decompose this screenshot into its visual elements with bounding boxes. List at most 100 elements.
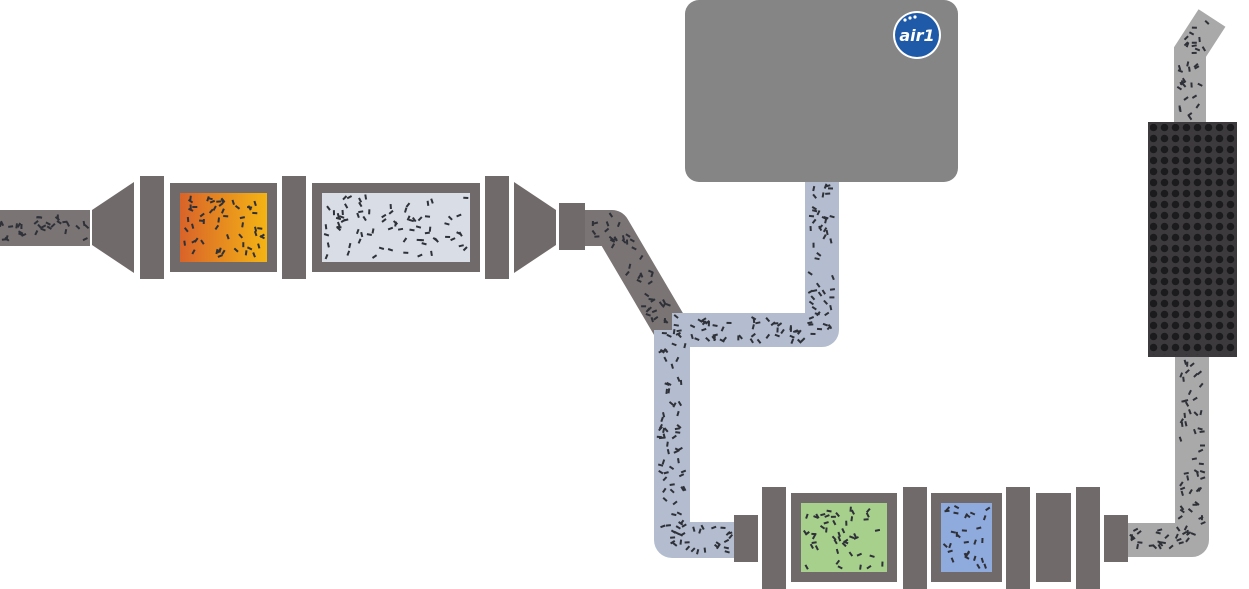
particle-mark (694, 337, 700, 342)
particle-mark (672, 500, 678, 506)
particle-mark (765, 333, 771, 339)
particle-mark (1194, 47, 1201, 52)
particle-mark (45, 221, 51, 226)
particle-mark (669, 488, 675, 494)
particle-mark (346, 250, 351, 256)
particle-mark (1183, 525, 1188, 531)
particle-mark (430, 250, 433, 257)
particle-mark (1190, 532, 1196, 536)
particle-mark (666, 333, 672, 338)
particle-mark (814, 545, 819, 551)
particle-mark (257, 243, 261, 249)
scr-outlet-collar (1104, 515, 1128, 562)
particle-mark (1184, 401, 1190, 407)
particle-mark (679, 519, 685, 525)
particle-mark (616, 221, 621, 228)
particle-mark (1148, 544, 1154, 547)
particle-mark (658, 349, 664, 354)
particle-mark (723, 538, 730, 543)
particle-mark (752, 317, 756, 324)
particle-mark (722, 336, 727, 342)
particle-mark (985, 506, 991, 512)
particle-mark (358, 201, 363, 208)
particle-mark (811, 206, 818, 211)
particle-mark (650, 317, 654, 323)
air1-logo: air1 (893, 11, 941, 59)
downstream-aftertreatment (734, 487, 1128, 589)
particle-mark (397, 227, 404, 231)
particle-mark (821, 289, 826, 295)
particle-mark (1192, 396, 1198, 402)
particle-mark (8, 225, 14, 228)
particle-mark (841, 527, 846, 534)
particle-mark (680, 469, 687, 474)
particle-mark (1194, 501, 1200, 506)
particle-mark (458, 244, 464, 248)
particle-mark (658, 301, 664, 307)
particle-mark (776, 322, 783, 327)
particle-mark (1157, 540, 1163, 544)
particle-mark (814, 257, 820, 261)
flange (1076, 487, 1100, 589)
particle-mark (677, 458, 680, 464)
particle-mark (1183, 412, 1186, 418)
particle-mark (815, 282, 821, 288)
particle-mark (837, 565, 843, 570)
particle-mark (1193, 428, 1197, 435)
particle-mark (701, 327, 707, 332)
particle-mark (1137, 541, 1143, 544)
particle-mark (849, 535, 855, 540)
flange (903, 487, 927, 589)
particle-mark (856, 552, 862, 557)
particle-mark (608, 212, 614, 218)
particle-mark (963, 540, 969, 544)
particle-mark (408, 218, 415, 223)
particle-mark (191, 249, 196, 255)
particle-mark (800, 337, 806, 343)
particle-mark (456, 213, 462, 218)
particle-mark (637, 273, 642, 280)
particle-mark (1164, 534, 1170, 540)
particle-mark (823, 299, 829, 305)
particle-mark (84, 224, 90, 230)
particle-mark (670, 539, 676, 545)
particle-mark (252, 252, 256, 258)
particle-mark (1183, 35, 1189, 41)
particle-mark (1188, 409, 1192, 415)
particle-mark (712, 333, 718, 337)
particle-mark (1193, 63, 1199, 68)
particle-mark (1184, 369, 1190, 374)
particle-mark (424, 231, 430, 235)
particle-mark (698, 528, 702, 534)
particle-mark (1193, 372, 1199, 378)
junction-to-scr-pipe (654, 330, 735, 558)
particle-mark (811, 209, 818, 213)
particle-mark (672, 402, 677, 408)
particle-mark (808, 214, 815, 218)
muffler-group (1148, 122, 1237, 357)
particle-mark (841, 542, 847, 548)
particle-mark (1193, 469, 1200, 474)
particle-mark (671, 434, 677, 440)
particle-mark (662, 487, 667, 493)
particle-mark (233, 247, 239, 253)
particle-mark (183, 240, 186, 246)
particle-mark (21, 232, 27, 237)
particle-mark (191, 223, 195, 229)
particle-mark (381, 213, 387, 219)
particle-mark (805, 513, 809, 519)
particle-mark (866, 564, 872, 570)
particle-mark (750, 332, 756, 338)
particle-mark (790, 338, 795, 344)
particle-mark (679, 539, 683, 545)
particle-mark (426, 200, 430, 206)
particle-mark (214, 224, 220, 230)
particle-mark (677, 400, 683, 407)
dpf-to-junction-pipe (585, 210, 688, 340)
particle-mark (1183, 359, 1187, 365)
particle-mark (837, 531, 841, 538)
particle-mark (645, 312, 651, 317)
particle-mark (1191, 94, 1198, 99)
particle-mark (346, 195, 353, 200)
particle-mark (703, 547, 707, 553)
